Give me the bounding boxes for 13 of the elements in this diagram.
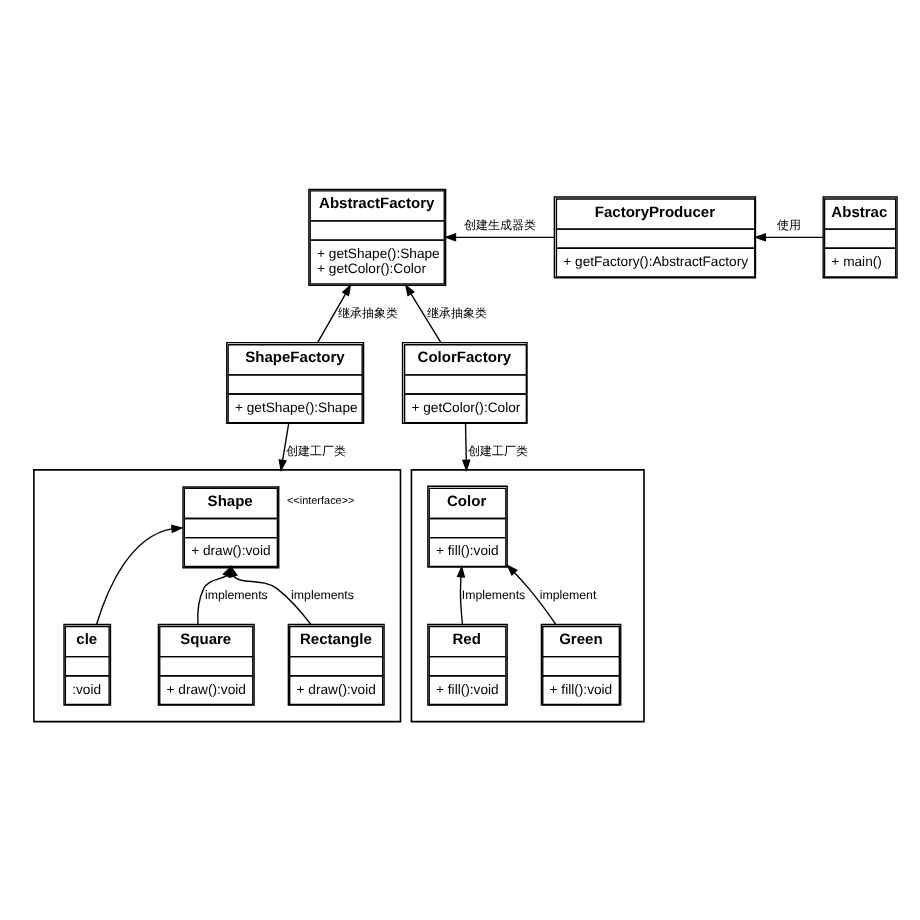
arrow [506, 563, 557, 624]
cluster [410, 468, 645, 722]
arrow [461, 421, 471, 471]
cluster [33, 468, 402, 722]
arrow [456, 564, 466, 624]
arrow [95, 523, 184, 624]
arrow [317, 282, 352, 343]
arrow [753, 232, 824, 241]
arrow [443, 232, 555, 241]
arrow [404, 282, 442, 343]
arrow [197, 564, 232, 624]
arrow [278, 421, 290, 471]
arrow [229, 564, 312, 625]
